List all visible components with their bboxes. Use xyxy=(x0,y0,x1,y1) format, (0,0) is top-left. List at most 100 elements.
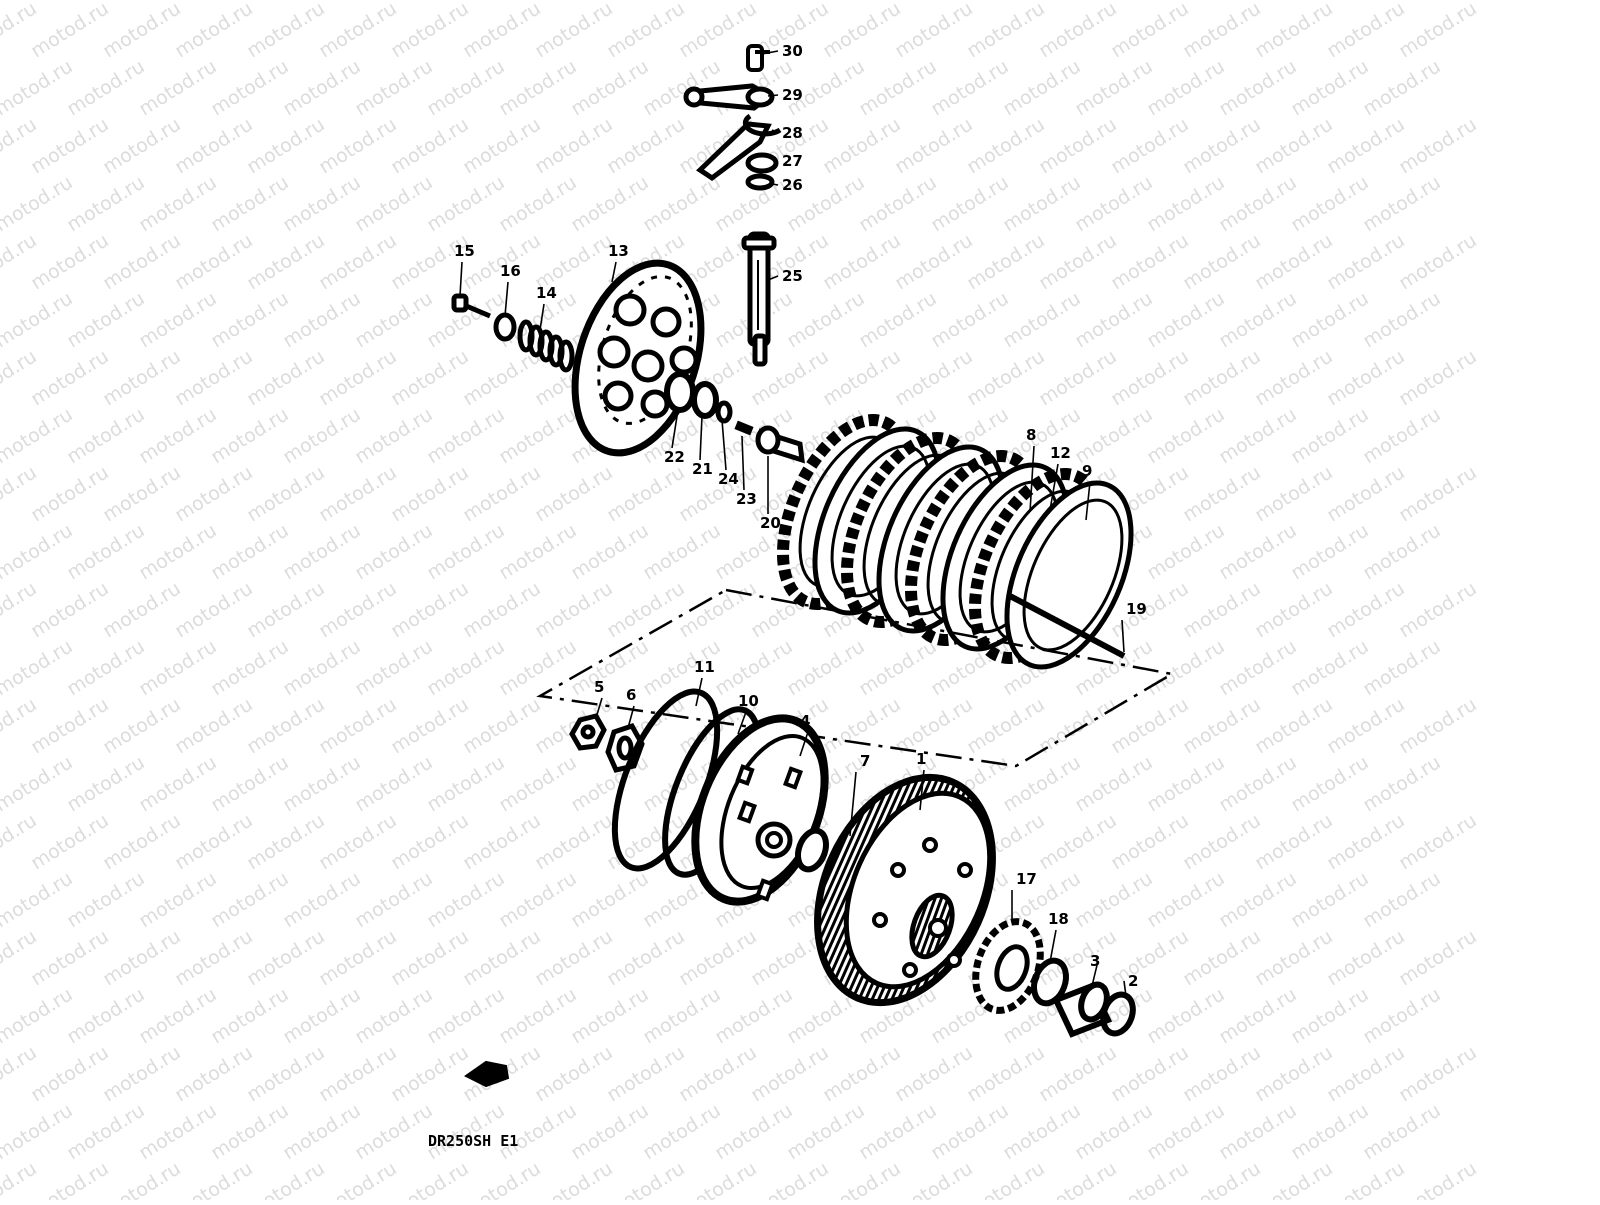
watermark-text: motod.ru xyxy=(1395,809,1481,874)
watermark-text: motod.ru xyxy=(603,113,689,178)
watermark-text: motod.ru xyxy=(1323,461,1409,526)
watermark-text: motod.ru xyxy=(1071,55,1157,120)
watermark-text: motod.ru xyxy=(1395,577,1481,642)
watermark-text: motod.ru xyxy=(1251,577,1337,642)
leader-line xyxy=(767,275,779,281)
watermark-text: motod.ru xyxy=(135,403,221,468)
leader-line xyxy=(1123,980,1127,997)
watermark-text: motod.ru xyxy=(207,55,293,120)
watermark-text: motod.ru xyxy=(1179,809,1265,874)
watermark-text: motod.ru xyxy=(243,461,329,526)
callout-17: 17 xyxy=(1016,870,1037,888)
watermark-text: motod.ru xyxy=(1323,113,1409,178)
watermark-text: motod.ru xyxy=(1215,55,1301,120)
watermark-text: motod.ru xyxy=(207,171,293,236)
watermark-text: motod.ru xyxy=(1035,229,1121,294)
watermark-text: motod.ru xyxy=(207,635,293,700)
watermark-text: motod.ru xyxy=(1143,751,1229,816)
leader-line xyxy=(611,261,617,283)
watermark-text: motod.ru xyxy=(207,983,293,1048)
watermark-text: motod.ru xyxy=(1251,693,1337,758)
callout-12: 12 xyxy=(1050,444,1071,462)
watermark-text: motod.ru xyxy=(459,693,545,758)
watermark-text: motod.ru xyxy=(567,867,653,932)
watermark-text: motod.ru xyxy=(207,519,293,584)
part-21-bearing xyxy=(691,381,719,419)
callout-16: 16 xyxy=(500,262,521,280)
watermark-text: motod.ru xyxy=(603,925,689,990)
leader-line xyxy=(1049,929,1057,963)
watermark-text: motod.ru xyxy=(63,983,149,1048)
part-2-washer xyxy=(1100,991,1136,1037)
part-25-shaft xyxy=(741,231,777,367)
drive-plate xyxy=(1004,480,1134,670)
watermark-text: motod.ru xyxy=(963,1157,1049,1200)
watermark-text: motod.ru xyxy=(243,1157,329,1200)
watermark-text: motod.ru xyxy=(63,287,149,352)
part-14-spring xyxy=(517,319,575,373)
watermark-text: motod.ru xyxy=(27,577,113,642)
callout-13: 13 xyxy=(608,242,629,260)
leader-line xyxy=(695,677,703,707)
watermark-text: motod.ru xyxy=(1035,1041,1121,1106)
callout-8: 8 xyxy=(1026,426,1036,444)
watermark-text: motod.ru xyxy=(423,0,509,4)
watermark-text: motod.ru xyxy=(135,171,221,236)
watermark-text: motod.ru xyxy=(531,0,617,62)
watermark-text: motod.ru xyxy=(567,55,653,120)
watermark-text: motod.ru xyxy=(99,229,185,294)
watermark-text: motod.ru xyxy=(387,809,473,874)
watermark-text: motod.ru xyxy=(1359,171,1445,236)
plate-stack xyxy=(776,414,1134,670)
watermark-text: motod.ru xyxy=(783,1099,869,1164)
watermark-text: motod.ru xyxy=(1323,925,1409,990)
watermark-text: motod.ru xyxy=(315,345,401,410)
watermark-text: motod.ru xyxy=(27,345,113,410)
watermark-text: motod.ru xyxy=(315,1041,401,1106)
watermark-layer: motod.rumotod.rumotod.rumotod.rumotod.ru… xyxy=(0,0,1481,1205)
watermark-text: motod.ru xyxy=(1251,1041,1337,1106)
watermark-text: motod.ru xyxy=(243,925,329,990)
watermark-text: motod.ru xyxy=(423,403,509,468)
watermark-text: motod.ru xyxy=(1287,1099,1373,1164)
watermark-text: motod.ru xyxy=(1179,229,1265,294)
watermark-text: motod.ru xyxy=(135,635,221,700)
watermark-text: motod.ru xyxy=(1323,345,1409,410)
watermark-text: motod.ru xyxy=(1251,809,1337,874)
watermark-text: motod.ru xyxy=(387,229,473,294)
watermark-text: motod.ru xyxy=(1215,403,1301,468)
watermark-text: motod.ru xyxy=(1395,693,1481,758)
watermark-text: motod.ru xyxy=(567,171,653,236)
watermark-text: motod.ru xyxy=(675,925,761,990)
watermark-text: motod.ru xyxy=(387,693,473,758)
leader-line xyxy=(1085,481,1091,521)
watermark-text: motod.ru xyxy=(1323,693,1409,758)
watermark-text: motod.ru xyxy=(243,229,329,294)
watermark-text: motod.ru xyxy=(495,171,581,236)
watermark-text: motod.ru xyxy=(27,925,113,990)
watermark-text: motod.ru xyxy=(279,55,365,120)
watermark-text: motod.ru xyxy=(423,171,509,236)
watermark-text: motod.ru xyxy=(495,403,581,468)
leader-line xyxy=(595,697,603,719)
leader-line xyxy=(1029,445,1035,513)
watermark-text: motod.ru xyxy=(0,635,77,700)
watermark-text: motod.ru xyxy=(963,113,1049,178)
watermark-text: motod.ru xyxy=(1143,171,1229,236)
watermark-text: motod.ru xyxy=(171,1041,257,1106)
watermark-text: motod.ru xyxy=(1071,0,1157,4)
watermark-text: motod.ru xyxy=(135,287,221,352)
watermark-text: motod.ru xyxy=(171,229,257,294)
watermark-text: motod.ru xyxy=(351,635,437,700)
watermark-text: motod.ru xyxy=(279,1099,365,1164)
callout-3: 3 xyxy=(1090,952,1100,970)
watermark-text: motod.ru xyxy=(0,403,77,468)
watermark-text: motod.ru xyxy=(495,0,581,4)
part-16-washer xyxy=(493,312,517,342)
watermark-text: motod.ru xyxy=(315,113,401,178)
watermark-text: motod.ru xyxy=(171,925,257,990)
watermark-text: motod.ru xyxy=(1287,867,1373,932)
watermark-text: motod.ru xyxy=(531,1041,617,1106)
watermark-text: motod.ru xyxy=(1071,171,1157,236)
watermark-text: motod.ru xyxy=(1071,1099,1157,1164)
